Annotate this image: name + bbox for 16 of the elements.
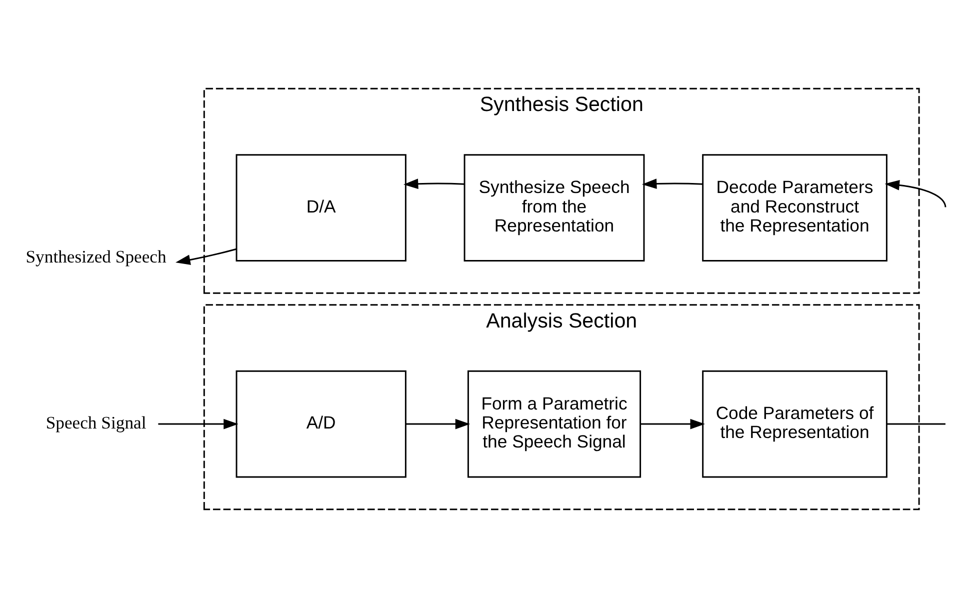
connector (886, 423, 946, 425)
node-box: Decode Parameters and Reconstruct the Representation (702, 154, 888, 262)
node-box: Form a Parametric Representation for the Speech Signal (467, 370, 642, 478)
arrow (642, 178, 703, 189)
arrow (176, 248, 236, 265)
node-box: A/D (236, 370, 406, 478)
node-box: Synthesize Speech from the Representation (464, 154, 645, 262)
arrow (884, 180, 946, 208)
node-text: Speech Signal (46, 412, 146, 433)
node-box: D/A (236, 154, 406, 262)
arrow (640, 418, 705, 430)
arrow (403, 178, 464, 189)
node-text: Synthesized Speech (26, 246, 166, 266)
node-box: Code Parameters of the Representation (702, 370, 888, 478)
arrow (406, 418, 470, 430)
arrow (158, 418, 238, 430)
